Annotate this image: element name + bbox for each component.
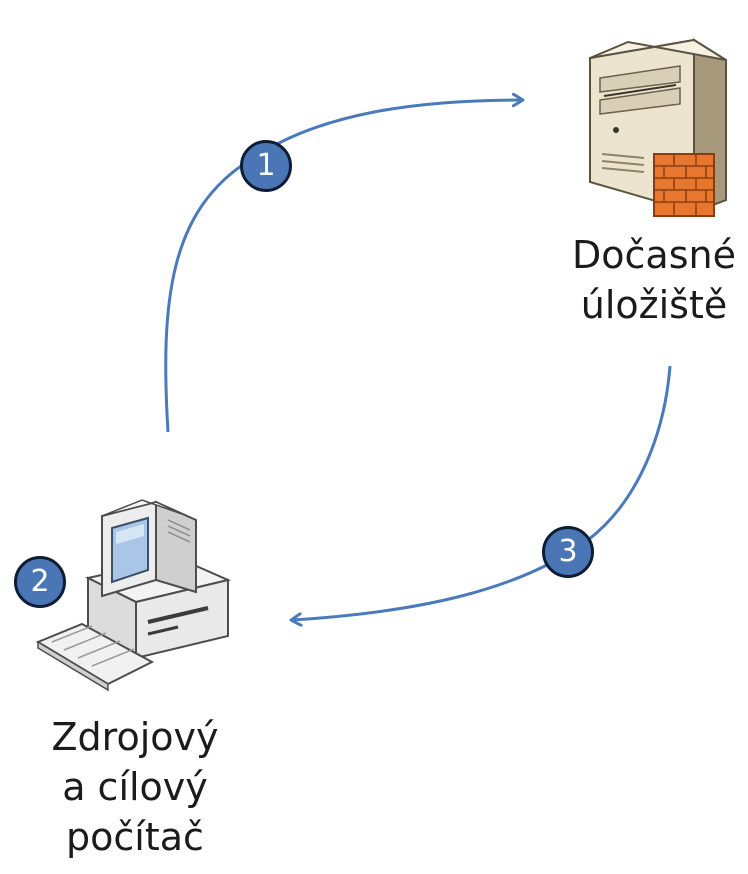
- computer-label: Zdrojový a cílový počítač: [40, 712, 230, 862]
- desktop-computer-icon: [35, 499, 232, 692]
- step-badge-1: 1: [240, 140, 292, 192]
- server-label-line-2: úložiště: [580, 283, 728, 327]
- arrow-step-1: [164, 100, 522, 433]
- server-label: Dočasné úložiště: [560, 230, 748, 330]
- arrow-step-3: [292, 365, 672, 620]
- server-label-line-1: Dočasné: [572, 233, 736, 277]
- computer-label-line-3: počítač: [66, 815, 204, 859]
- computer-label-line-2: a cílový: [62, 765, 208, 809]
- server-icon: [589, 38, 727, 217]
- step-badge-2: 2: [14, 556, 66, 608]
- step-badge-3: 3: [542, 526, 594, 578]
- computer-label-line-1: Zdrojový: [51, 715, 219, 759]
